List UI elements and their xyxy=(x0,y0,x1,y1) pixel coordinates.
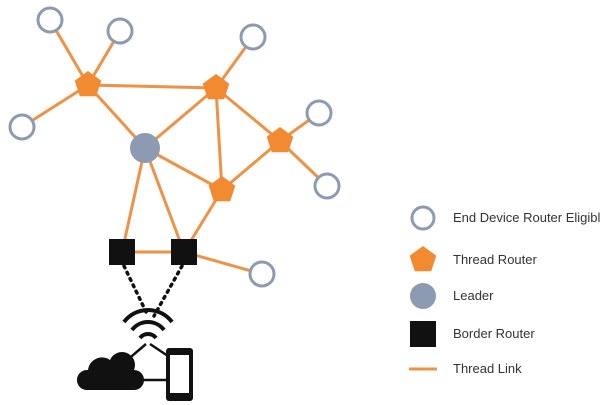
thread-link xyxy=(86,83,218,90)
end-device-node xyxy=(305,99,333,127)
legend-item-border-router: Border Router xyxy=(410,321,535,347)
thread-link xyxy=(143,86,218,150)
thread-link xyxy=(143,146,186,254)
legend-label: Border Router xyxy=(453,326,535,341)
legend-item-thread-router: Thread Router xyxy=(409,246,537,272)
border-routers xyxy=(109,239,197,265)
thread-link xyxy=(214,86,282,143)
end-device-node xyxy=(313,172,341,200)
legend: End Device Router Eligible Thread Router… xyxy=(409,205,600,376)
phone-icon xyxy=(166,348,193,401)
legend-item-end-device: End Device Router Eligible xyxy=(410,205,600,231)
leader-node xyxy=(130,133,160,163)
end-device-node xyxy=(36,6,64,34)
wireless-link xyxy=(152,264,184,318)
end-device-node xyxy=(248,260,276,288)
thread-routers xyxy=(74,71,294,202)
legend-item-thread-link: Thread Link xyxy=(409,361,522,376)
cloud-icon xyxy=(76,352,144,390)
legend-label: Leader xyxy=(453,288,494,303)
thread-router-node xyxy=(74,71,102,97)
thread-router-node xyxy=(202,74,230,100)
end-devices xyxy=(8,6,341,288)
thread-link xyxy=(214,86,224,192)
legend-border-router-icon xyxy=(410,321,436,347)
thread-link xyxy=(220,139,282,192)
legend-label: End Device Router Eligible xyxy=(453,210,600,225)
thread-router-node xyxy=(208,176,236,202)
legend-item-leader: Leader xyxy=(410,283,494,309)
border-router-node xyxy=(109,239,135,265)
wifi-to-phone-line xyxy=(149,342,169,358)
legend-end-device-icon xyxy=(410,205,436,231)
wifi-icon xyxy=(122,308,174,340)
border-router-node xyxy=(171,239,197,265)
legend-thread-router-icon xyxy=(409,246,437,272)
legend-label: Thread Link xyxy=(453,361,522,376)
wireless-link xyxy=(122,264,150,318)
external-network xyxy=(76,308,193,401)
legend-leader-icon xyxy=(410,283,436,309)
legend-label: Thread Router xyxy=(453,252,537,267)
end-device-node xyxy=(8,113,36,141)
end-device-node xyxy=(239,23,267,51)
thread-link xyxy=(120,146,147,254)
thread-router-node xyxy=(266,127,294,153)
end-device-node xyxy=(106,17,134,45)
wireless-links xyxy=(122,264,184,318)
